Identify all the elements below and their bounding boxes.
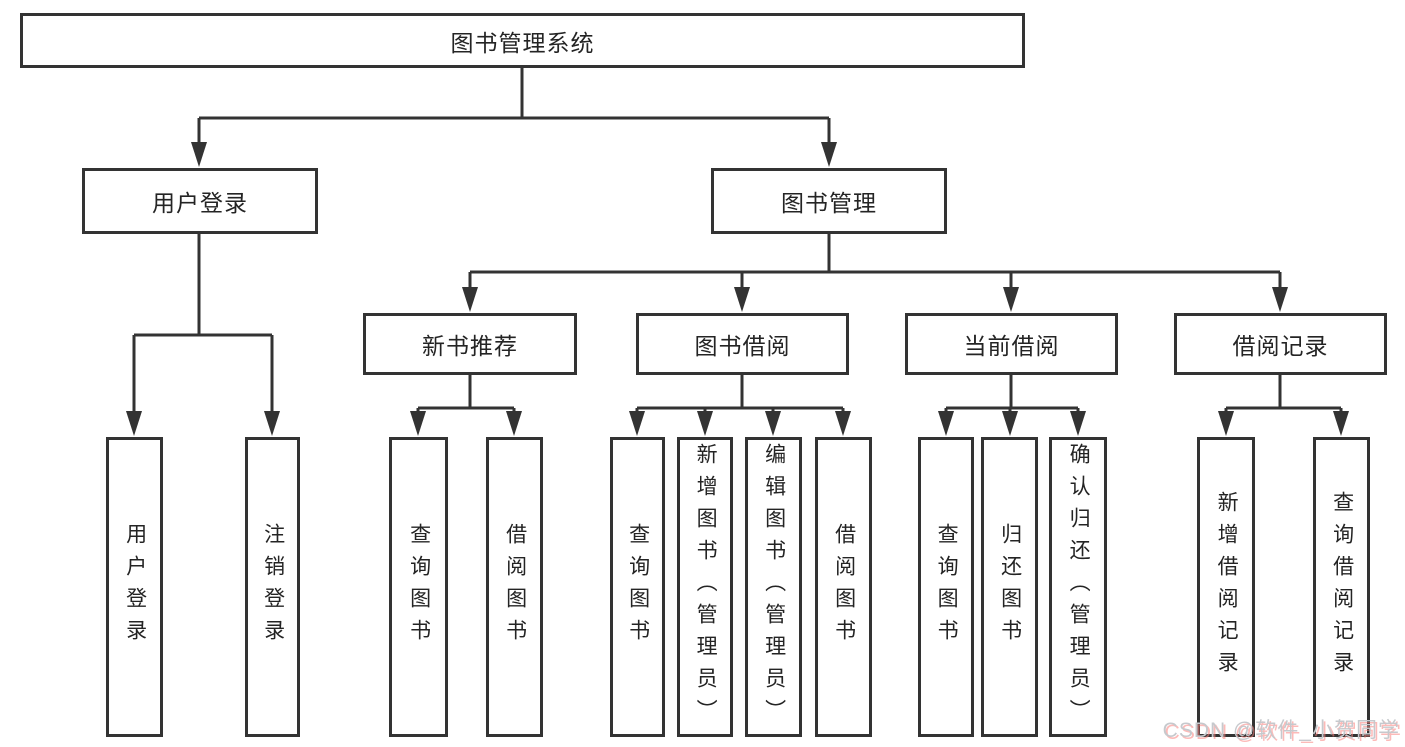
leaf-borrow-book-label: 借阅图书 (832, 523, 856, 651)
leaf-add-borrow-record: 新增借阅记录 (1197, 437, 1255, 737)
leaf-add-book-admin: 新增图书（管理员） (677, 437, 733, 737)
leaf-edit-book-admin-label: 编辑图书（管理员） (762, 443, 786, 731)
leaf-recommend-borrow-book: 借阅图书 (486, 437, 543, 737)
node-root: 图书管理系统 (20, 13, 1025, 68)
leaf-query-borrow-record-label: 查询借阅记录 (1330, 491, 1354, 683)
leaf-return-book-label: 归还图书 (998, 523, 1022, 651)
leaf-user-login-label: 用户登录 (123, 523, 147, 651)
leaf-return-book: 归还图书 (981, 437, 1038, 737)
leaf-add-book-admin-label: 新增图书（管理员） (694, 443, 718, 731)
leaf-confirm-return-admin-label: 确认归还（管理员） (1067, 443, 1091, 731)
arrowhead-icons (126, 142, 1349, 436)
leaf-borrow-query-book-label: 查询图书 (626, 523, 650, 651)
node-borrow-record-label: 借阅记录 (1232, 333, 1329, 359)
leaf-recommend-query-book-label: 查询图书 (407, 523, 431, 651)
node-book-borrow: 图书借阅 (636, 313, 849, 375)
node-book-borrow-label: 图书借阅 (694, 333, 791, 359)
leaf-query-borrow-record: 查询借阅记录 (1313, 437, 1370, 737)
leaf-borrow-query-book: 查询图书 (610, 437, 665, 737)
leaf-recommend-query-book: 查询图书 (389, 437, 448, 737)
node-borrow-record: 借阅记录 (1174, 313, 1387, 375)
node-root-label: 图书管理系统 (450, 29, 595, 56)
leaf-current-query-book-label: 查询图书 (935, 523, 959, 651)
leaf-logout-login-label: 注销登录 (261, 523, 285, 651)
leaf-recommend-borrow-book-label: 借阅图书 (503, 523, 527, 651)
node-user-login-label: 用户登录 (152, 190, 248, 216)
node-new-book-recommend: 新书推荐 (363, 313, 577, 375)
node-current-borrow-label: 当前借阅 (963, 333, 1060, 359)
leaf-user-login: 用户登录 (106, 437, 163, 737)
node-user-login: 用户登录 (82, 168, 318, 234)
node-current-borrow: 当前借阅 (905, 313, 1118, 375)
leaf-add-borrow-record-label: 新增借阅记录 (1215, 491, 1239, 683)
leaf-borrow-book: 借阅图书 (815, 437, 872, 737)
leaf-confirm-return-admin: 确认归还（管理员） (1049, 437, 1107, 737)
leaf-edit-book-admin: 编辑图书（管理员） (745, 437, 802, 737)
leaf-logout-login: 注销登录 (245, 437, 300, 737)
node-new-book-recommend-label: 新书推荐 (422, 333, 518, 359)
watermark: CSDN @软件_小贺同学 (1162, 719, 1400, 742)
node-book-management: 图书管理 (711, 168, 947, 234)
leaf-current-query-book: 查询图书 (918, 437, 974, 737)
node-book-management-label: 图书管理 (781, 190, 877, 216)
